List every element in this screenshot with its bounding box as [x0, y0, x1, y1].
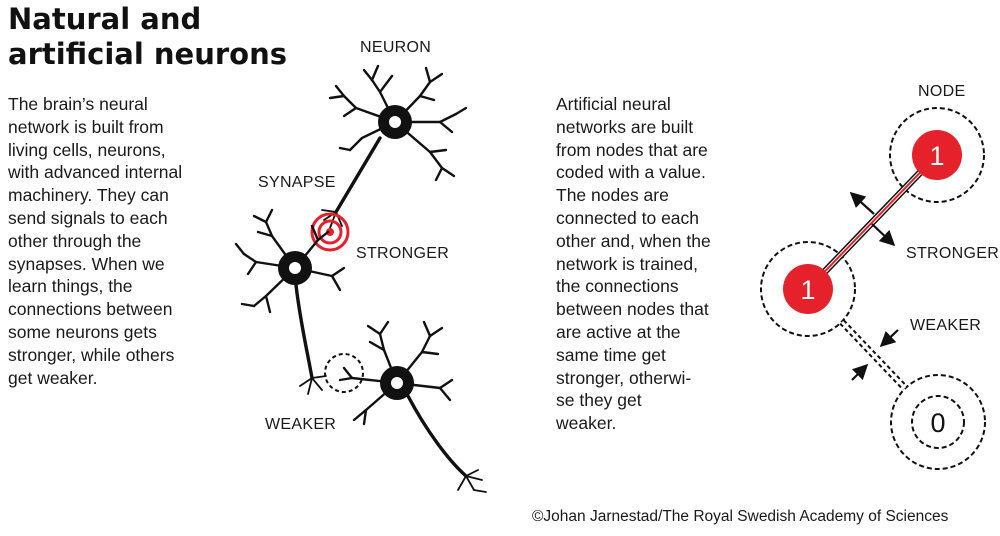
- text-line: the connections: [556, 276, 679, 297]
- text-line: se they get: [556, 390, 642, 411]
- image-credit: ©Johan Jarnestad/The Royal Swedish Acade…: [532, 508, 949, 525]
- neuron-middle: [234, 208, 346, 395]
- text-line: get weaker.: [8, 367, 98, 388]
- weak-connection: [839, 319, 908, 391]
- arrow-weaker-in-icon: [851, 363, 869, 381]
- node-active-top: [912, 130, 962, 180]
- text-line: Artificial neural: [556, 94, 671, 114]
- label-node: NODE: [918, 83, 966, 100]
- node-rings-bottom: [890, 374, 986, 470]
- page-title: Natural and artificial neurons: [8, 2, 287, 72]
- text-line: The brain’s neural: [8, 94, 148, 114]
- node-value-bottom: 0: [930, 408, 945, 438]
- node-value-top: 1: [929, 141, 944, 171]
- text-line: with advanced internal: [8, 162, 183, 183]
- label-weaker-left: WEAKER: [265, 416, 337, 433]
- text-line: some neurons gets: [8, 321, 157, 342]
- neuron-description: The brain’s neural network is built from…: [8, 93, 182, 389]
- synapse-dot: [326, 228, 334, 236]
- text-line: between nodes that: [556, 299, 709, 320]
- strong-connection: [805, 152, 940, 292]
- node-active-middle: [783, 264, 833, 314]
- node-description: Artificial neural networks are built fro…: [556, 93, 711, 435]
- text-line: connected to each: [556, 207, 700, 228]
- text-line: networks are built: [556, 116, 694, 137]
- text-line: are active at the: [556, 321, 681, 342]
- synapse-highlight: [310, 212, 350, 252]
- label-weaker-right: WEAKER: [910, 317, 982, 334]
- text-line: stronger, while others: [8, 344, 175, 365]
- text-line: connections between: [8, 299, 173, 320]
- label-stronger-right: STRONGER: [906, 245, 1000, 262]
- text-line: stronger, otherwi-: [556, 367, 692, 388]
- text-line: other through the: [8, 230, 142, 251]
- arrow-stronger-out-icon: [849, 191, 875, 215]
- title-line: Natural and: [8, 2, 202, 36]
- text-line: network is trained,: [556, 253, 699, 274]
- text-line: weaker.: [556, 413, 617, 434]
- node-ring-middle: [760, 241, 856, 337]
- node-ring-top: [889, 107, 985, 203]
- text-line: same time get: [556, 344, 666, 365]
- text-line: synapses. When we: [8, 253, 165, 274]
- text-line: send signals to each: [8, 207, 168, 228]
- text-line: coded with a value.: [556, 162, 706, 183]
- arrow-stronger-out-icon: [871, 223, 896, 247]
- weak-synapse-outline: [324, 353, 364, 393]
- text-line: network is built from: [8, 116, 164, 137]
- text-line: The nodes are: [556, 185, 669, 206]
- node-value-middle: 1: [800, 275, 815, 305]
- neuron-top: [321, 64, 468, 229]
- neuron-bottom: [338, 320, 487, 493]
- label-stronger-left: STRONGER: [356, 245, 450, 262]
- label-synapse: SYNAPSE: [258, 174, 336, 191]
- neuron-nucleus-bottom: [391, 377, 403, 389]
- label-neuron: NEURON: [360, 39, 432, 56]
- text-line: learn things, the: [8, 276, 133, 297]
- text-line: machinery. They can: [8, 185, 169, 206]
- text-line: living cells, neurons,: [8, 139, 166, 160]
- text-line: from nodes that are: [556, 139, 708, 160]
- text-line: other and, when the: [556, 230, 711, 251]
- title-line: artificial neurons: [8, 37, 287, 71]
- arrow-weaker-in-icon: [879, 329, 899, 348]
- neuron-nucleus-middle: [289, 262, 301, 274]
- neuron-nucleus-top: [389, 116, 401, 128]
